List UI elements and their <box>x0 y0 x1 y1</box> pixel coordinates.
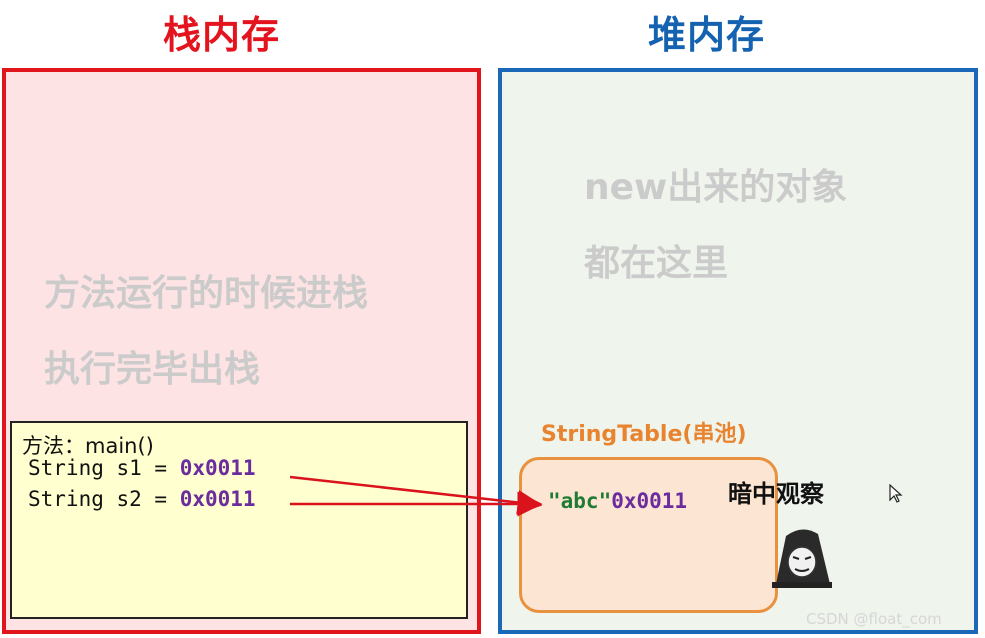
heap-memory-title: 堆内存 <box>648 13 766 57</box>
stack-note-line1: 方法运行的时候进栈 <box>44 273 369 314</box>
method-frame-label: 方法：main() <box>22 434 154 458</box>
mouse-cursor-icon <box>889 484 903 503</box>
code-s2-declaration: String s2 = <box>28 487 180 511</box>
stack-memory-title: 栈内存 <box>163 13 281 57</box>
observer-caption: 暗中观察 <box>728 480 824 508</box>
observer-meme-face-icon <box>772 529 832 588</box>
csdn-watermark: CSDN @float_com <box>806 610 942 628</box>
code-line-s2: String s2 = 0x0011 <box>28 487 256 511</box>
s2-address: 0x0011 <box>179 487 256 511</box>
string-entry-value: "abc" <box>548 489 612 513</box>
main-method-stack-frame <box>10 421 468 619</box>
string-table-pool <box>519 457 778 613</box>
heap-note-line2: 都在这里 <box>584 243 729 284</box>
string-table-entry: "abc"0x0011 <box>548 489 687 513</box>
stack-note-line2: 执行完毕出栈 <box>44 349 261 390</box>
code-line-s1: String s1 = 0x0011 <box>28 456 256 480</box>
heap-note-line1: new出来的对象 <box>584 167 848 208</box>
string-table-label: StringTable(串池) <box>541 422 747 447</box>
s1-reference-arrow <box>289 475 543 515</box>
s1-address: 0x0011 <box>179 456 256 480</box>
string-entry-address: 0x0011 <box>611 489 688 513</box>
code-s1-declaration: String s1 = <box>28 456 180 480</box>
